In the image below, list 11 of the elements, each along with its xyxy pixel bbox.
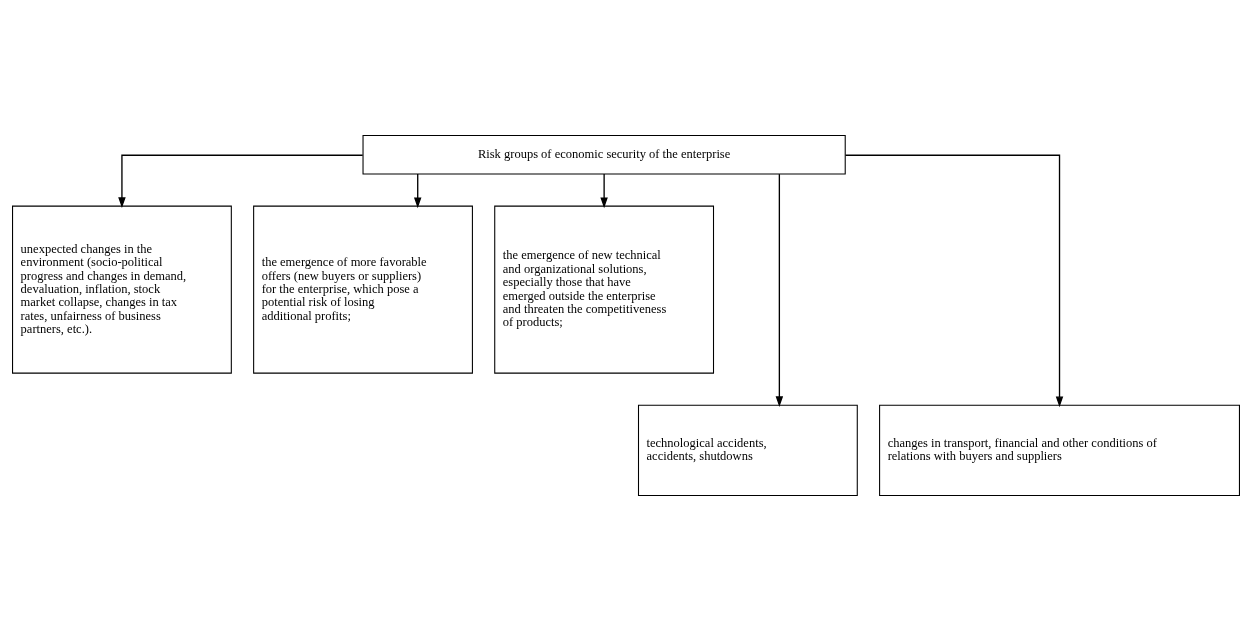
arrow xyxy=(844,154,1064,407)
node-box: technological accidents, accidents, shutdowns xyxy=(637,404,858,496)
node-box: changes in transport, financial and other conditions of relations with buyers and suppliers xyxy=(879,404,1240,496)
node-box: the emergence of more favorable offers (new buyers or suppliers) for the enterprise, which pose a potential risk of losing additional profits; xyxy=(253,205,473,374)
arrow xyxy=(600,172,608,208)
node-box: unexpected changes in the environment (socio-political progress and changes in demand, devaluation, inflation, stock market collapse, changes in tax rates, unfairness of business partners, etc.). xyxy=(12,205,232,374)
node-box: the emergence of new technical and organizational solutions, especially those that have emerged outside the enterprise and threaten the competitiveness of products; xyxy=(494,205,715,374)
arrow xyxy=(118,154,364,208)
arrow xyxy=(413,172,422,208)
node-box: Risk groups of economic security of the enterprise xyxy=(362,134,846,174)
arrow xyxy=(775,173,784,407)
